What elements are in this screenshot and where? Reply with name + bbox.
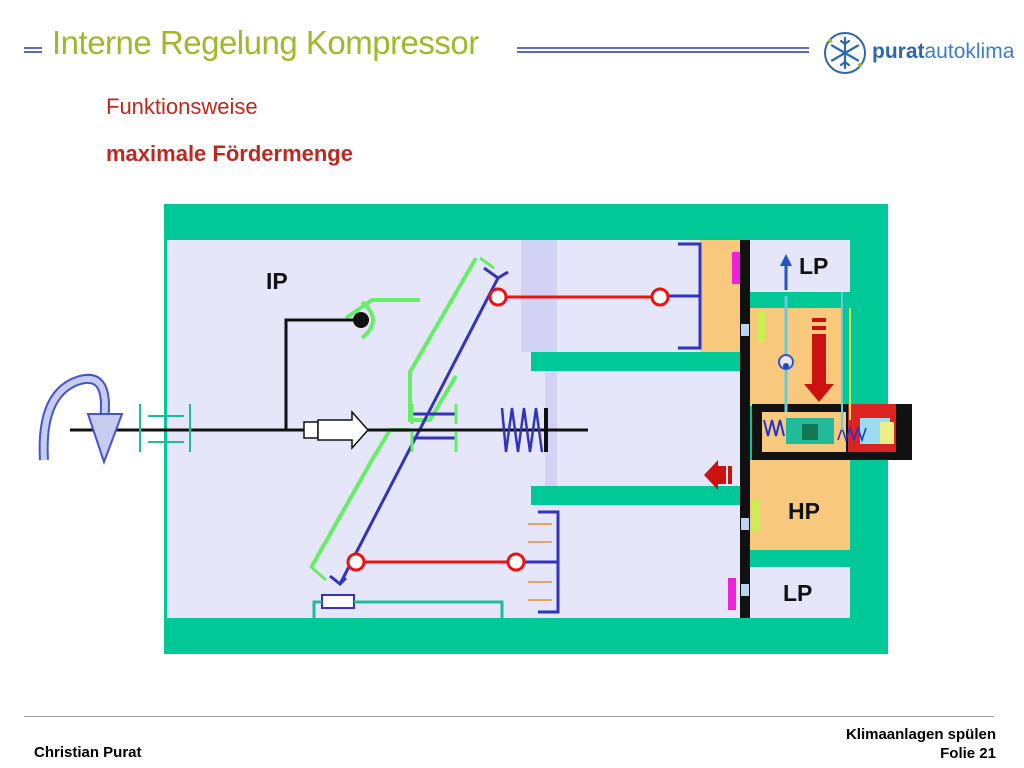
shaft-collar (303, 421, 319, 439)
solenoid-cap (880, 422, 894, 444)
lp-label-bottom: LP (783, 580, 812, 606)
footer-rule (24, 716, 994, 717)
title-rule-left (24, 47, 42, 53)
section-heading: maximale Fördermenge (106, 141, 353, 166)
footer-author: Christian Purat (34, 744, 142, 761)
section-subtitle: Funktionsweise (106, 94, 258, 119)
lp-label-top: LP (799, 253, 828, 279)
pressure-arrow-body (812, 334, 826, 386)
brand-suffix: autoklima (924, 40, 1015, 63)
return-arrow-stripe (728, 466, 732, 484)
hp-label: HP (788, 498, 820, 524)
return-arrow-body (716, 466, 726, 484)
rotation-arrowhead (86, 413, 124, 465)
snowflake-icon (824, 32, 866, 74)
lp-chamber-bottom (750, 567, 850, 618)
lp-flow-arrowhead (780, 254, 792, 266)
cylinder-wall-upper (531, 352, 741, 371)
swash-plate-edge (479, 256, 495, 270)
guide-rail (312, 600, 504, 618)
cylinder-wall-lower (531, 486, 741, 505)
valve-port (741, 518, 749, 530)
ip-label: IP (266, 268, 288, 294)
ip-ball (353, 312, 369, 328)
reed-valve (758, 312, 765, 342)
valve-spool-center (802, 424, 818, 440)
check-valve-ball (783, 363, 789, 369)
rotation-arrow-fill (40, 375, 108, 461)
valve-port (741, 584, 749, 596)
shaft-direction-arrow (317, 410, 370, 450)
footer-slide-number: Folie 21 (940, 745, 996, 762)
cylinder-bore-mid (545, 370, 557, 486)
reed-valve (752, 500, 759, 532)
page-title: Interne Regelung Kompressor (52, 24, 479, 61)
swash-plate-upper (408, 256, 478, 422)
valve-spring (763, 419, 785, 437)
hp-chamber (750, 460, 850, 550)
rod-joint (650, 287, 670, 307)
swash-link-joint (329, 574, 348, 587)
swash-arm (344, 298, 420, 320)
ip-linkage (284, 318, 360, 430)
title-rule-right (517, 47, 809, 53)
seal-bottom (728, 578, 736, 610)
valve-port (741, 324, 749, 336)
swash-link-joint (483, 266, 509, 280)
brand-logo (822, 30, 1012, 80)
return-arrow-head (704, 460, 718, 490)
ip-socket (360, 300, 375, 340)
rod-joint (506, 552, 526, 572)
seal-top (732, 252, 740, 284)
return-spring (500, 407, 544, 453)
pressure-arrow-stripe (812, 318, 826, 322)
pressure-arrow-stripe (812, 326, 826, 330)
lp-chamber-top (750, 240, 850, 292)
rod-joint (346, 552, 366, 572)
brand-name: purat (872, 40, 925, 63)
rod-joint (488, 287, 508, 307)
brand-wordmark: puratautoklima (872, 40, 1014, 64)
valve-plate (740, 240, 750, 618)
swash-plate-edge (309, 564, 327, 582)
pressure-arrow-head (804, 384, 834, 402)
footer-topic: Klimaanlagen spülen (845, 726, 996, 743)
guide-block (321, 594, 355, 609)
